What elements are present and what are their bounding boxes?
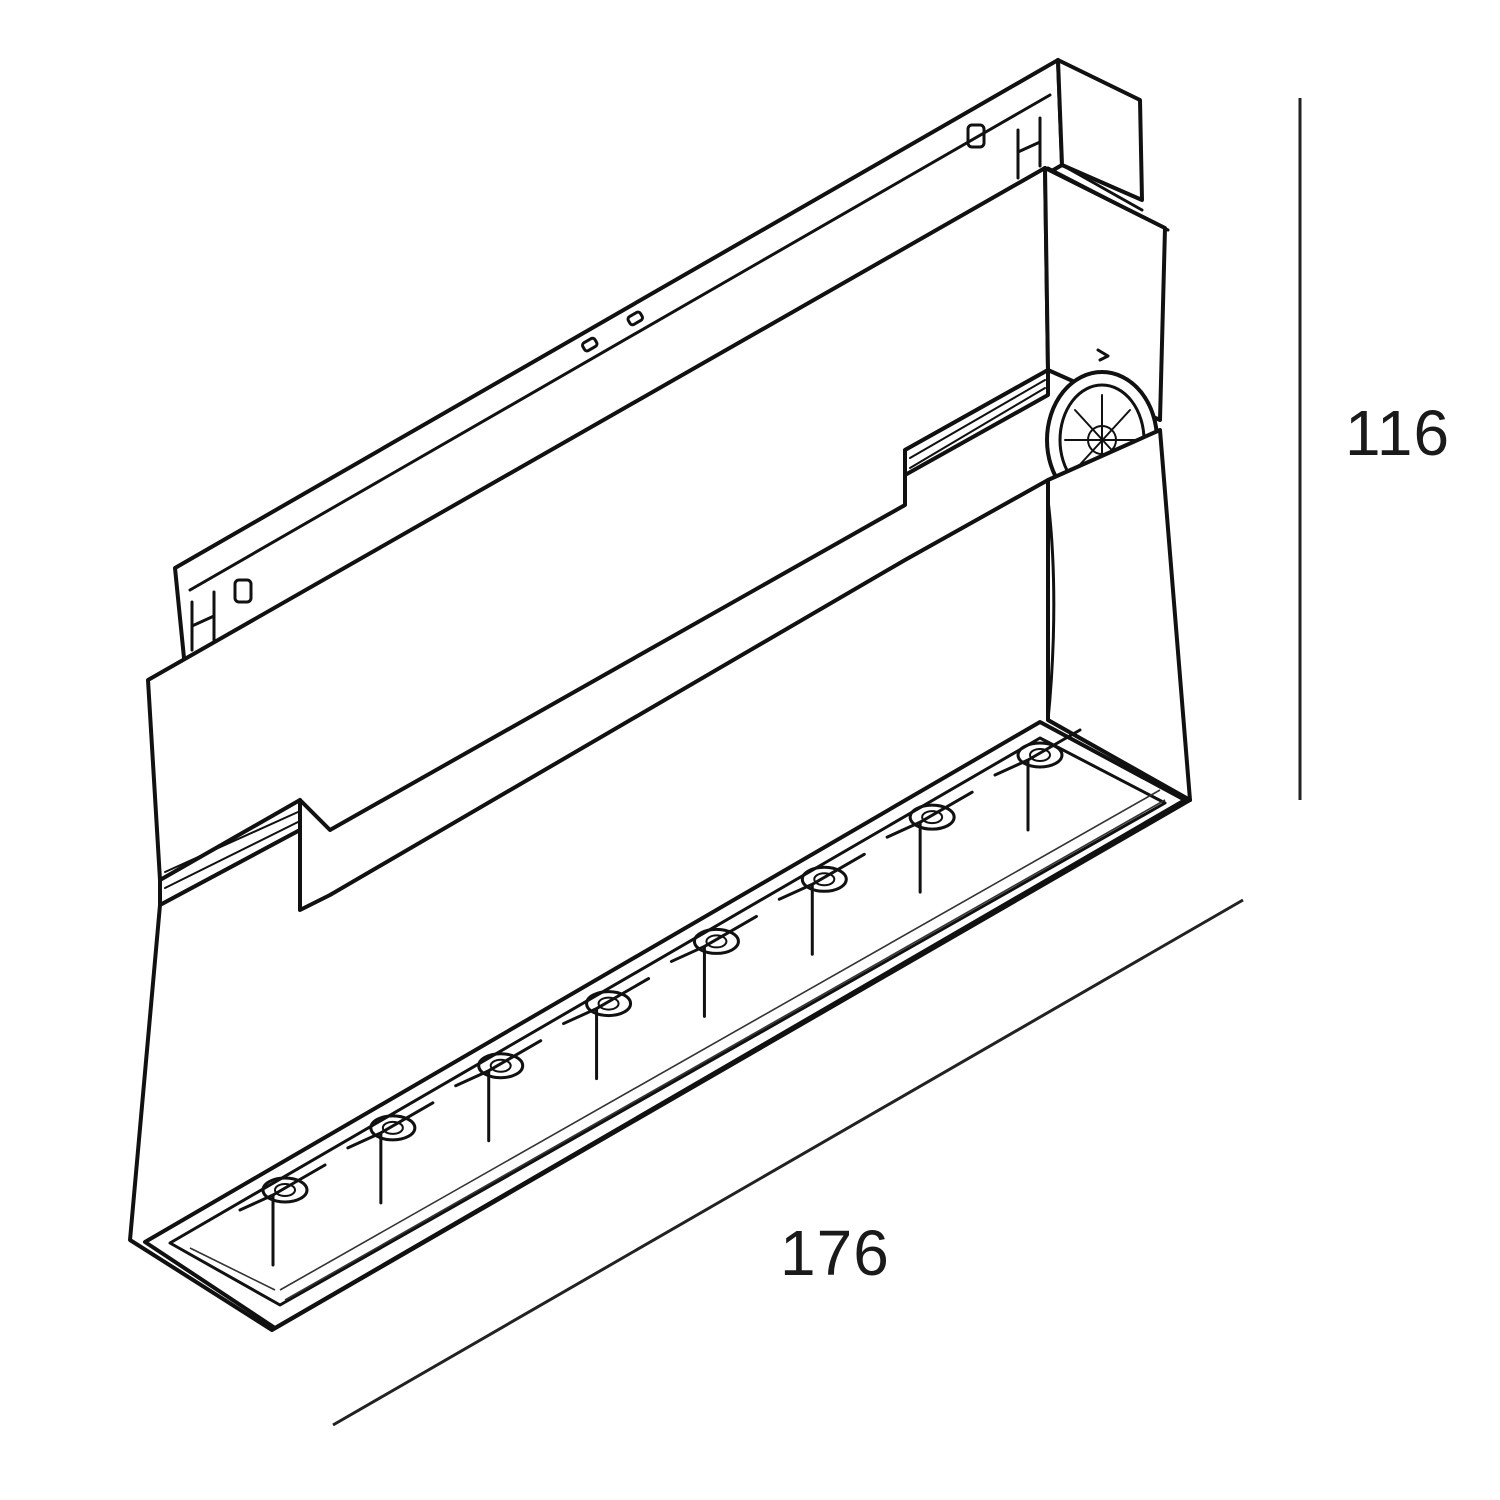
track-adapter bbox=[173, 58, 1144, 670]
led-lens-icon bbox=[692, 927, 740, 955]
length-dimension-label: 176 bbox=[780, 1217, 890, 1289]
led-lens-icon bbox=[369, 1114, 417, 1142]
led-cell bbox=[454, 1039, 543, 1143]
led-cells bbox=[238, 728, 1082, 1267]
led-lens-icon bbox=[261, 1176, 309, 1204]
led-lens-icon bbox=[585, 990, 633, 1018]
contact-clip-left bbox=[190, 590, 216, 652]
led-lens-icon bbox=[908, 803, 956, 831]
led-cell bbox=[669, 914, 758, 1018]
length-dimension-line bbox=[332, 898, 1244, 1427]
led-cell bbox=[777, 852, 866, 956]
led-cell bbox=[993, 728, 1082, 832]
lens-rim-hatch bbox=[189, 789, 1166, 1301]
led-cell bbox=[346, 1101, 435, 1205]
connector-slot-marks bbox=[233, 123, 986, 604]
led-housing bbox=[128, 428, 1192, 1332]
led-lens-icon bbox=[477, 1052, 525, 1080]
height-dimension-label: 116 bbox=[1345, 397, 1450, 469]
led-lens-icon bbox=[800, 865, 848, 893]
contact-clip-right bbox=[1016, 116, 1042, 180]
led-lens-icon bbox=[1016, 741, 1064, 769]
led-cell bbox=[238, 1163, 327, 1267]
led-cell bbox=[562, 977, 651, 1081]
led-cell bbox=[885, 790, 974, 894]
